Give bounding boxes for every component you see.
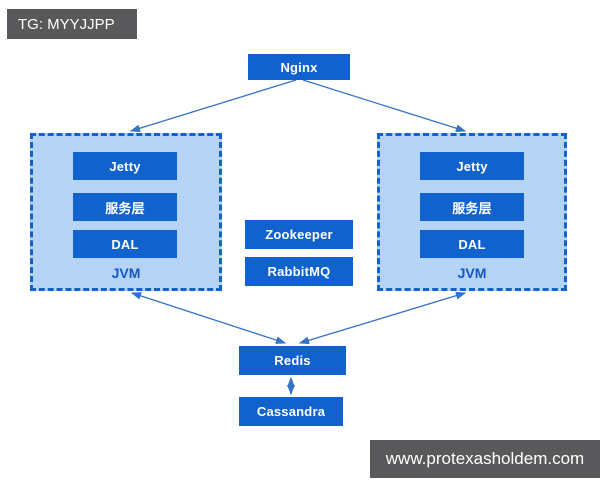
node-rabbitmq: RabbitMQ	[245, 257, 353, 286]
connector-nginx-to-left-cluster	[129, 79, 297, 133]
telegram-watermark-text: TG: MYYJJPP	[18, 15, 115, 33]
node-service-layer-left: 服务层	[73, 193, 177, 221]
website-watermark: www.protexasholdem.com	[370, 440, 600, 478]
node-service-layer-right: 服务层	[420, 193, 524, 221]
left-jvm-cluster: Jetty 服务层 DAL JVM	[30, 133, 222, 291]
node-cassandra: Cassandra	[239, 397, 343, 426]
node-nginx: Nginx	[248, 54, 350, 80]
node-dal-left: DAL	[73, 230, 177, 258]
node-redis: Redis	[239, 346, 346, 375]
node-jetty-right: Jetty	[420, 152, 524, 180]
node-dal-right: DAL	[420, 230, 524, 258]
connector-nginx-to-right-cluster	[302, 79, 467, 132]
website-watermark-text: www.protexasholdem.com	[385, 449, 585, 468]
connector-right-cluster-redis	[298, 291, 467, 345]
node-zookeeper: Zookeeper	[245, 220, 353, 249]
node-jetty-left: Jetty	[73, 152, 177, 180]
connector-left-cluster-redis	[130, 292, 287, 344]
jvm-label-right: JVM	[457, 265, 487, 281]
jvm-label-left: JVM	[111, 265, 141, 281]
right-jvm-cluster: Jetty 服务层 DAL JVM	[377, 133, 567, 291]
telegram-watermark: TG: MYYJJPP	[7, 9, 137, 39]
